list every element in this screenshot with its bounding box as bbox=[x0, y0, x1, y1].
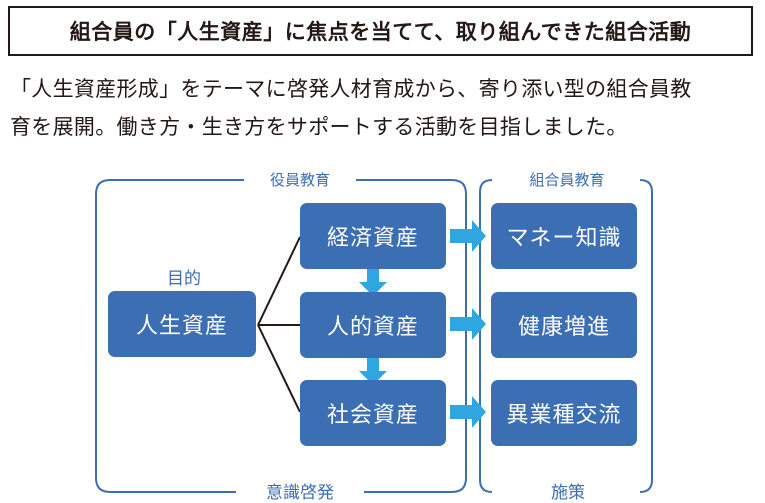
right-arrow-icon-3 bbox=[450, 396, 486, 428]
purpose-box: 人生資産 bbox=[108, 291, 256, 357]
intro-line-1: 「人生資産形成」をテーマに啓発人材育成から、寄り添い型の組合員教 bbox=[10, 77, 692, 101]
left-group-bottom-label: 意識啓発 bbox=[236, 478, 364, 503]
right-arrow-icon-1 bbox=[450, 220, 486, 252]
right-arrow-icon-2 bbox=[450, 308, 486, 340]
measure-box-health: 健康増進 bbox=[491, 292, 637, 358]
connector-line-economic bbox=[257, 236, 301, 326]
measure-box-money: マネー知識 bbox=[491, 203, 637, 269]
left-group-frame bbox=[95, 179, 467, 493]
measure-box-exchange: 異業種交流 bbox=[491, 380, 637, 446]
intro-text: 「人生資産形成」をテーマに啓発人材育成から、寄り添い型の組合員教 育を展開。働き… bbox=[10, 70, 760, 146]
asset-box-economic: 経済資産 bbox=[300, 203, 446, 269]
connector-line-social bbox=[257, 324, 301, 413]
right-group-top-label: 組合員教育 bbox=[506, 169, 628, 190]
left-group-top-label: 役員教育 bbox=[244, 169, 356, 190]
purpose-label: 目的 bbox=[167, 269, 201, 289]
right-group-bottom-label: 施策 bbox=[526, 478, 610, 503]
asset-box-social: 社会資産 bbox=[300, 380, 446, 446]
intro-line-2: 育を展開。働き方・生き方をサポートする活動を目指しました。 bbox=[10, 115, 628, 139]
right-group-bracket-right bbox=[639, 179, 653, 493]
asset-box-human: 人的資産 bbox=[300, 292, 446, 358]
page-title: 組合員の「人生資産」に焦点を当てて、取り組んできた組合活動 bbox=[8, 6, 753, 56]
right-group-bracket-left bbox=[479, 179, 493, 493]
